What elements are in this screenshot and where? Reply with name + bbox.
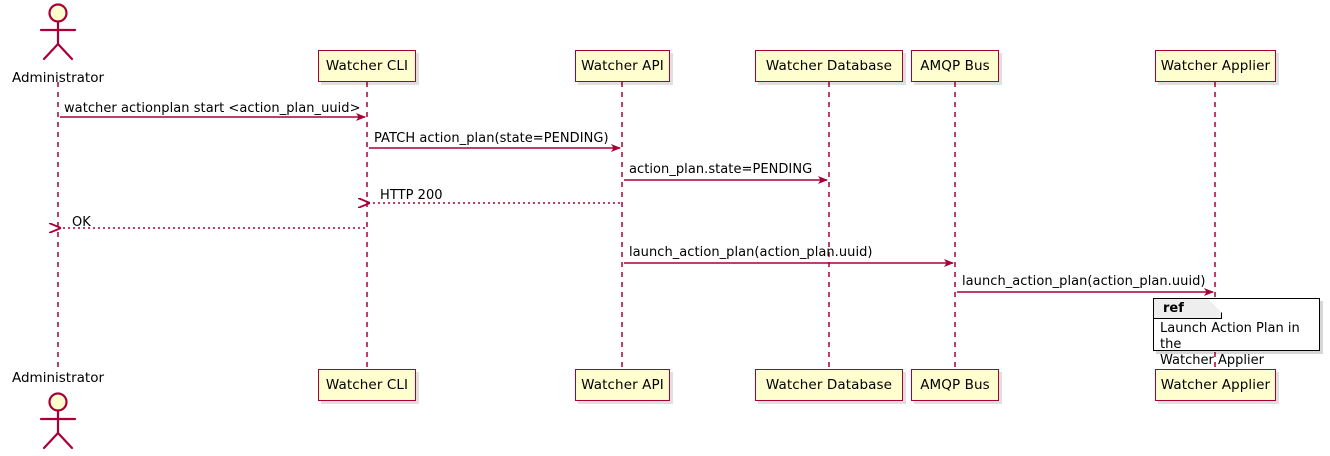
message-label-m7: launch_action_plan(action_plan.uuid) <box>962 274 1206 289</box>
actor-figure-group <box>39 3 77 450</box>
message-label-m4: HTTP 200 <box>380 188 443 203</box>
participant-box-watcher-api-top[interactable]: Watcher API <box>575 50 670 82</box>
participant-box-watcher-applier-bottom[interactable]: Watcher Applier <box>1155 369 1276 401</box>
message-label-m5: OK <box>72 215 91 230</box>
actor-figure-administrator-top <box>39 3 77 61</box>
message-label-m2: PATCH action_plan(state=PENDING) <box>374 131 609 146</box>
actor-figure-administrator-bottom <box>39 392 77 450</box>
ref-tab-label: ref <box>1163 301 1184 316</box>
actor-leg-right-top <box>56 42 74 61</box>
actor-leg-left-bottom <box>42 431 60 450</box>
ref-fragment[interactable]: ref Launch Action Plan in the Watcher Ap… <box>1153 298 1320 368</box>
participant-box-watcher-database-top[interactable]: Watcher Database <box>755 50 903 82</box>
participant-box-watcher-api-bottom[interactable]: Watcher API <box>575 369 670 401</box>
message-arrow-group <box>60 113 1214 296</box>
participant-box-watcher-cli-bottom[interactable]: Watcher CLI <box>318 369 416 401</box>
ref-body-line-2: Watcher Applier <box>1160 353 1264 368</box>
participant-box-watcher-applier-top[interactable]: Watcher Applier <box>1155 50 1276 82</box>
actor-head-bottom <box>48 392 68 412</box>
lifeline-group <box>57 82 1216 369</box>
participant-box-watcher-database-bottom[interactable]: Watcher Database <box>755 369 903 401</box>
ref-body-text: Launch Action Plan in the Watcher Applie… <box>1160 321 1318 369</box>
message-label-m6: launch_action_plan(action_plan.uuid) <box>629 245 873 260</box>
participant-box-amqp-bus-bottom[interactable]: AMQP Bus <box>911 369 999 401</box>
actor-label-administrator-bottom: Administrator <box>11 370 105 386</box>
participant-box-watcher-cli-top[interactable]: Watcher CLI <box>318 50 416 82</box>
participant-box-amqp-bus-top[interactable]: AMQP Bus <box>911 50 999 82</box>
ref-body-line-1: Launch Action Plan in the <box>1160 321 1300 352</box>
actor-leg-right-bottom <box>56 431 74 450</box>
message-label-m3: action_plan.state=PENDING <box>629 162 813 177</box>
actor-leg-left-top <box>42 42 60 61</box>
actor-head-top <box>48 3 68 23</box>
message-label-m1: watcher actionplan start <action_plan_uu… <box>64 101 361 116</box>
actor-label-administrator-top: Administrator <box>11 70 105 86</box>
